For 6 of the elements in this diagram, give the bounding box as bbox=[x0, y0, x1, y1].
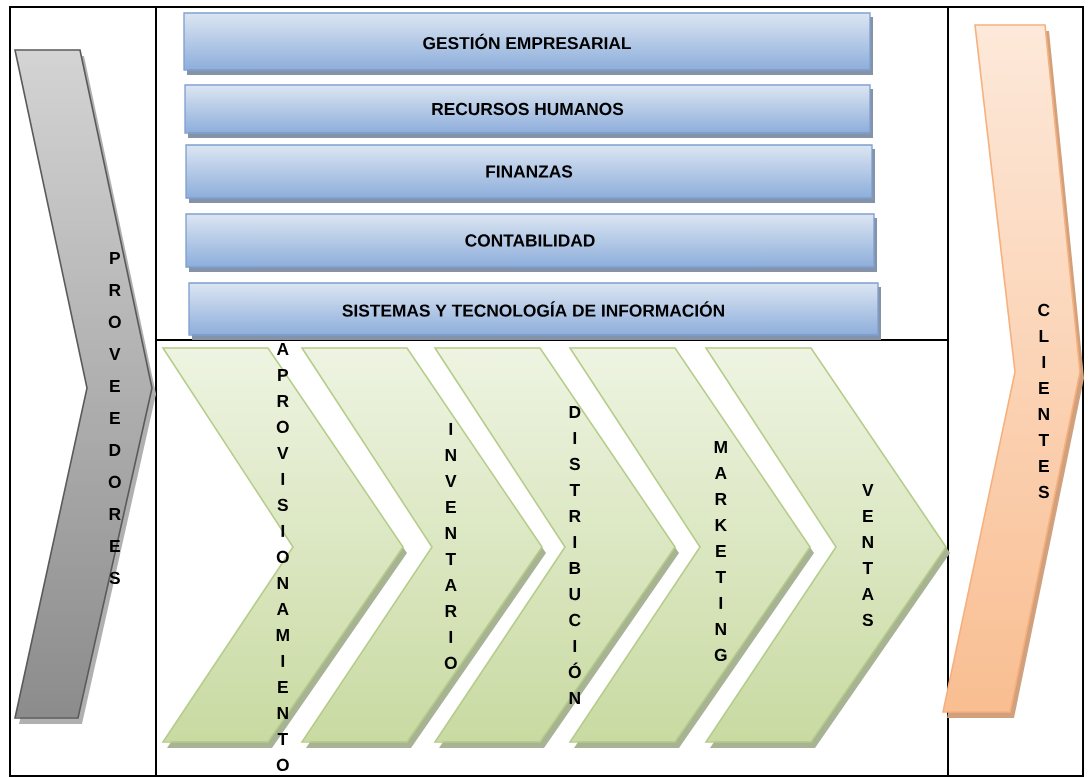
node-label: O bbox=[276, 758, 289, 772]
activity-bar: GESTIÓN EMPRESARIAL bbox=[183, 12, 873, 75]
activity-bar: CONTABILIDAD bbox=[185, 213, 877, 272]
activity-bar: SISTEMAS Y TECNOLOGÍA DE INFORMACIÓN bbox=[188, 282, 881, 340]
activity-bar: RECURSOS HUMANOS bbox=[184, 84, 873, 138]
activity-bar: FINANZAS bbox=[185, 144, 875, 203]
